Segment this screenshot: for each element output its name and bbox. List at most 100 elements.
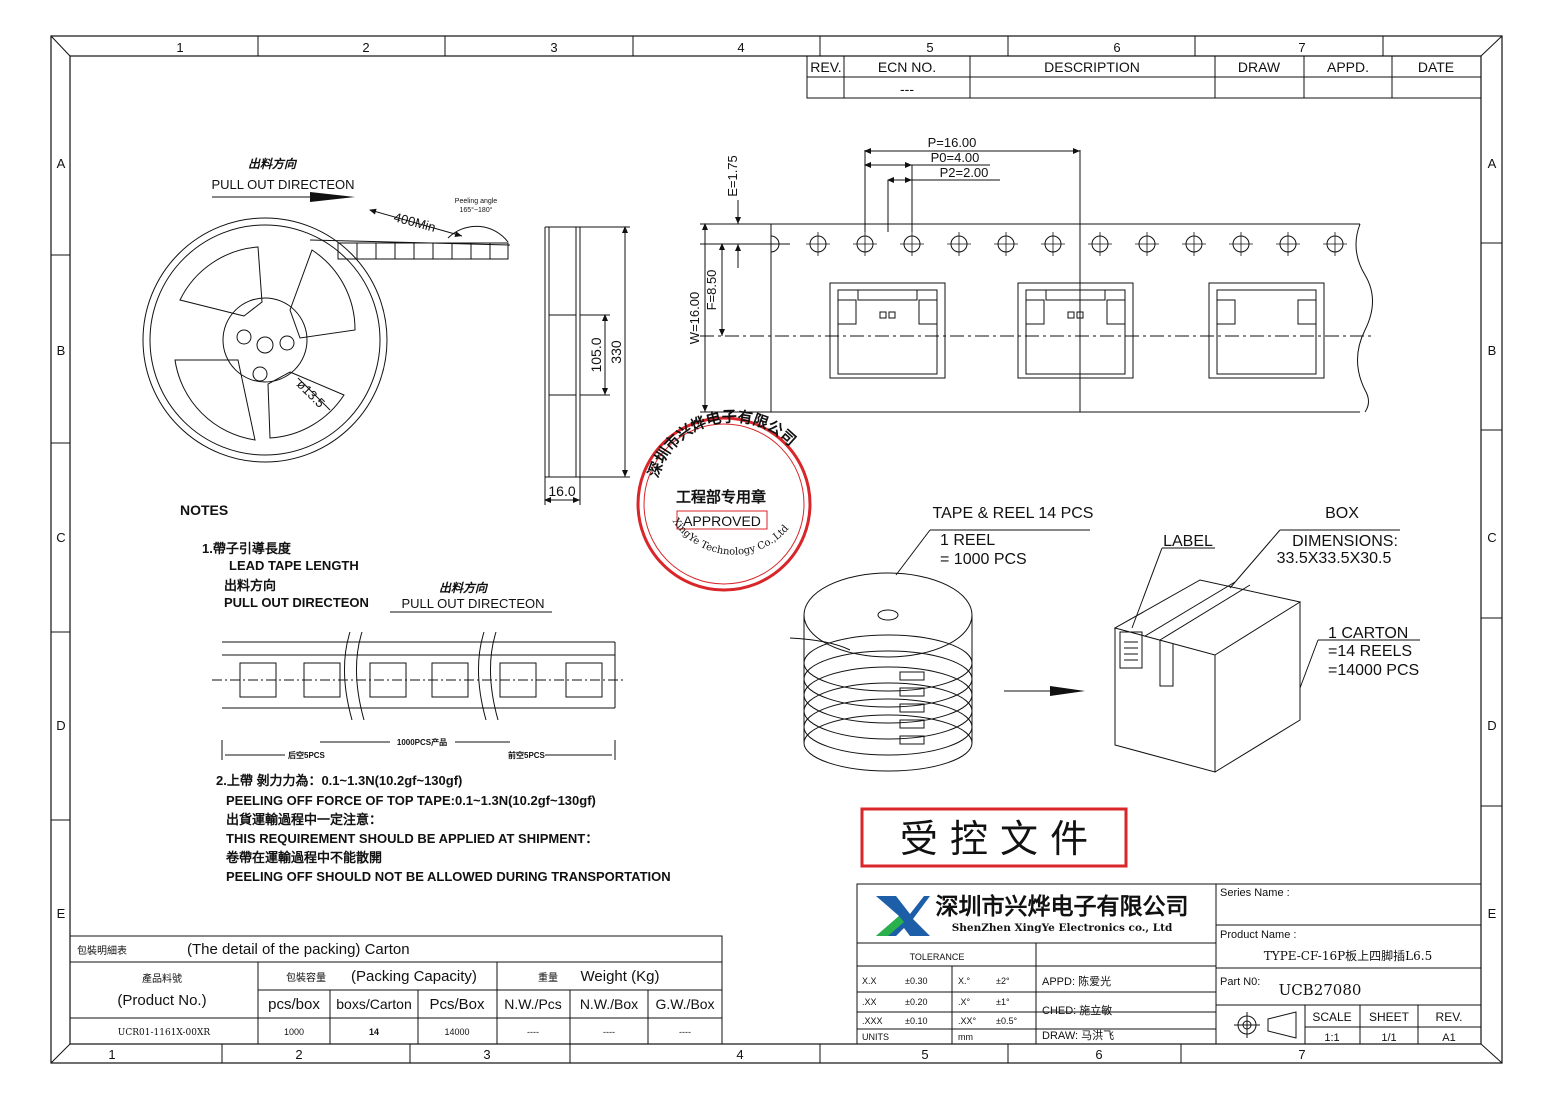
scale-value: 1:1 [1324,1032,1339,1044]
carton-line-2: =14 REELS [1328,643,1412,660]
controlled-document-stamp: 受 控 文 件 [860,807,1128,868]
peeling-angle-value: 165°~180° [459,206,492,214]
strip-label-mid: 1000PCS产品 [397,737,447,747]
series-name-label: Series Name : [1220,887,1290,899]
note-1-dir2-cn: 出料方向 [439,581,489,595]
box-dims: 33.5X33.5X30.5 [1277,550,1392,567]
tol-2-a: .XX [862,997,877,1007]
zone-side-c-left: C [56,530,65,545]
tol-2-b: ±0.20 [905,997,927,1007]
rev-value: A1 [1442,1032,1455,1044]
revision-table: REV. ECN NO. DESCRIPTION DRAW APPD. DATE… [806,55,1482,99]
carton-line-1: 1 CARTON [1328,625,1408,642]
svg-text:出料方向: 出料方向 [248,157,298,171]
hub-diameter-dim: ø13.5 [294,377,328,411]
carton-box [1113,529,1420,773]
packing-h-capacity-cn: 包裝容量 [286,971,326,984]
drawing-frame [50,35,1503,1064]
zone-side-e-left: E [57,906,66,921]
packing-sub-nw-box: N.W./Box [580,996,638,1012]
reel-front-view [142,208,511,463]
packing-h-weight-cn: 重量 [538,971,558,984]
tape-dim-w: W=16.00 [687,292,702,344]
reel-outer-dim: 330 [608,340,624,364]
rev-row-ecn: --- [900,81,914,97]
company-logo [876,896,930,936]
tol-3-b: ±0.10 [905,1016,927,1026]
tape-dim-f: F=8.50 [704,270,719,311]
notes-section: NOTES 1.帶子引導長度 LEAD TAPE LENGTH 出料方向 PUL… [180,502,552,613]
note-1-dir2-en: PULL OUT DIRECTEON [401,596,544,611]
zone-side-c-right: C [1487,530,1496,545]
zone-bottom-3: 3 [483,1047,490,1062]
stamp-center-text: 工程部专用章 [676,488,766,506]
strip-label-right: 前空5PCS [508,750,546,760]
reel-side-view [544,226,630,505]
packing-row-product: UCR01-1161X-00XR [118,1028,211,1038]
note-1-en: LEAD TAPE LENGTH [229,558,359,573]
tape-pitch-p: P=16.00 [928,135,977,150]
pull-direction-label: 出料方向 PULL OUT DIRECTEON [211,157,355,202]
packing-h-product-cn: 產品料號 [142,972,182,985]
zone-bottom-6: 6 [1095,1047,1102,1062]
note-1-cn: 1.帶子引導長度 [202,541,292,556]
carton-line-3: =14000 PCS [1328,662,1419,679]
zone-bottom-2: 2 [295,1047,302,1062]
zone-side-b-right: B [1488,343,1497,358]
packing-title-cn: 包裝明細表 [77,944,127,957]
packing-row-gw-box: ---- [679,1027,691,1037]
packing-sub-pcs-box-2: Pcs/Box [429,996,485,1013]
zone-bottom-1: 1 [108,1047,115,1062]
note-4-en: PEELING OFF SHOULD NOT BE ALLOWED DURING… [226,869,671,884]
reel-width-dim: 16.0 [548,483,575,499]
sheet-label: SHEET [1369,1010,1410,1024]
rev-label: REV. [1436,1010,1463,1024]
tape-pitch-p2: P2=2.00 [940,165,989,180]
stamp-approved: APPROVED [683,513,761,529]
tol-2-d: ±1° [996,997,1010,1007]
zone-top-3: 3 [550,40,557,55]
peeling-angle-title: Peeling angle [455,198,498,205]
product-name-value: TYPE-CF-16P板上四脚插L6.5 [1264,948,1432,963]
svg-text:PULL OUT DIRECTEON: PULL OUT DIRECTEON [211,177,354,192]
packing-h-weight-en: Weight (Kg) [581,968,660,985]
ched-signature: CHED: 施立敏 [1042,1003,1112,1017]
packing-sub-gw-box: G.W./Box [655,996,714,1012]
reel-qty-1: 1 REEL [940,532,995,549]
packing-h-product-en: (Product No.) [117,992,206,1009]
reel-front-dims: 400Min Peeling angle 165°~180° ø13.5 [294,198,497,411]
tape-dim-e: E=1.75 [725,155,740,197]
reel-inner-dim: 105.0 [588,337,604,372]
tol-1-b: ±0.30 [905,976,927,986]
zone-top-7: 7 [1298,40,1305,55]
note-2-cn: 2.上帶 剝力力為：0.1~1.3N(10.2gf~130gf) [216,773,462,788]
draw-signature: DRAW: 马洪飞 [1042,1028,1114,1042]
zone-side-a-right: A [1488,156,1497,171]
note-3-en: THIS REQUIREMENT SHOULD BE APPLIED AT SH… [226,831,598,846]
packing-row-nw-box: ---- [603,1027,615,1037]
reel-stack [789,529,1090,772]
scale-label: SCALE [1312,1010,1351,1024]
tol-1-a: X.X [862,976,877,986]
rev-header-rev: REV. [810,59,841,75]
box-dims-title: DIMENSIONS: [1292,533,1398,550]
zone-top-2: 2 [362,40,369,55]
note-2-en: PEELING OFF FORCE OF TOP TAPE:0.1~1.3N(1… [226,793,596,808]
label-callout: LABEL [1163,533,1213,550]
reel-qty-2: = 1000 PCS [940,551,1027,568]
zone-top-5: 5 [926,40,933,55]
tape-pitch-p0: P0=4.00 [931,150,980,165]
company-name-cn: 深圳市兴烨电子有限公司 [936,893,1189,920]
packing-sub-boxs-carton: boxs/Carton [336,996,411,1012]
sheet-value: 1/1 [1381,1032,1396,1044]
packing-title-en: (The detail of the packing) Carton [187,941,410,958]
notes-title: NOTES [180,502,228,518]
approval-stamp: 深圳市兴烨电子有限公司 工程部专用章 APPROVED XingYe Techn… [636,407,812,592]
note-4-cn: 卷帶在運輸過程中不能散開 [226,850,382,865]
flow-arrow [1004,686,1085,696]
packing-h-capacity-en: (Packing Capacity) [351,968,477,985]
packing-row-pcs-carton: 14000 [444,1027,469,1037]
zone-top-4: 4 [737,40,744,55]
svg-text:受 控 文 件: 受 控 文 件 [900,817,1088,861]
